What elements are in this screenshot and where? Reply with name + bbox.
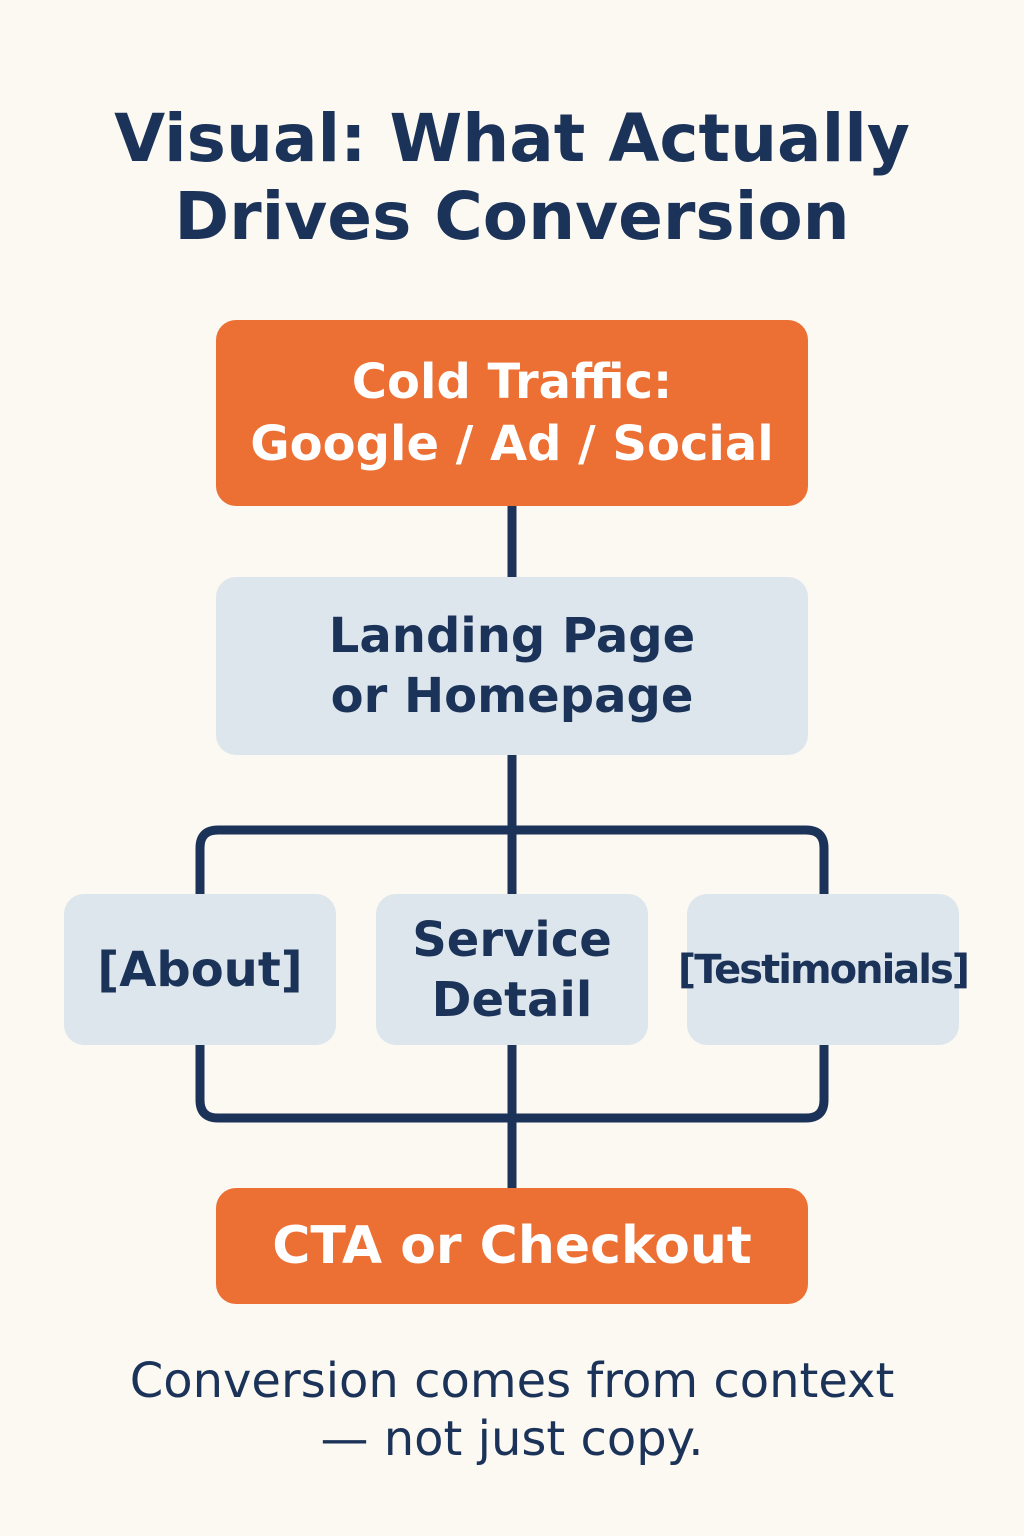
node-cold-traffic-line-2: Google / Ad / Social xyxy=(250,416,774,472)
node-testimonials-label: [Testimonials] xyxy=(677,946,970,993)
diagram-caption: Conversion comes from context — not just… xyxy=(0,1352,1024,1468)
diagram-title: Visual: What Actually Drives Conversion xyxy=(0,100,1024,256)
node-cold-traffic-line-1: Cold Traffic: xyxy=(351,354,673,410)
node-landing-page-line-1: Landing Page xyxy=(328,608,696,664)
title-line-1: Visual: What Actually xyxy=(114,100,910,177)
node-service-detail: Service Detail xyxy=(376,894,648,1045)
node-testimonials: [Testimonials] xyxy=(678,894,970,1045)
node-cta-checkout: CTA or Checkout xyxy=(216,1188,808,1304)
node-about: [About] xyxy=(64,894,336,1045)
node-cold-traffic: Cold Traffic: Google / Ad / Social xyxy=(216,320,808,506)
node-service-detail-line-1: Service xyxy=(412,911,612,968)
node-service-detail-line-2: Detail xyxy=(431,971,593,1028)
node-cta-checkout-label: CTA or Checkout xyxy=(272,1216,752,1276)
title-line-2: Drives Conversion xyxy=(174,178,850,255)
node-landing-page: Landing Page or Homepage xyxy=(216,577,808,755)
caption-line-2: — not just copy. xyxy=(320,1411,704,1467)
node-landing-page-line-2: or Homepage xyxy=(330,668,694,724)
caption-line-1: Conversion comes from context xyxy=(129,1353,895,1409)
node-about-label: [About] xyxy=(97,941,303,998)
